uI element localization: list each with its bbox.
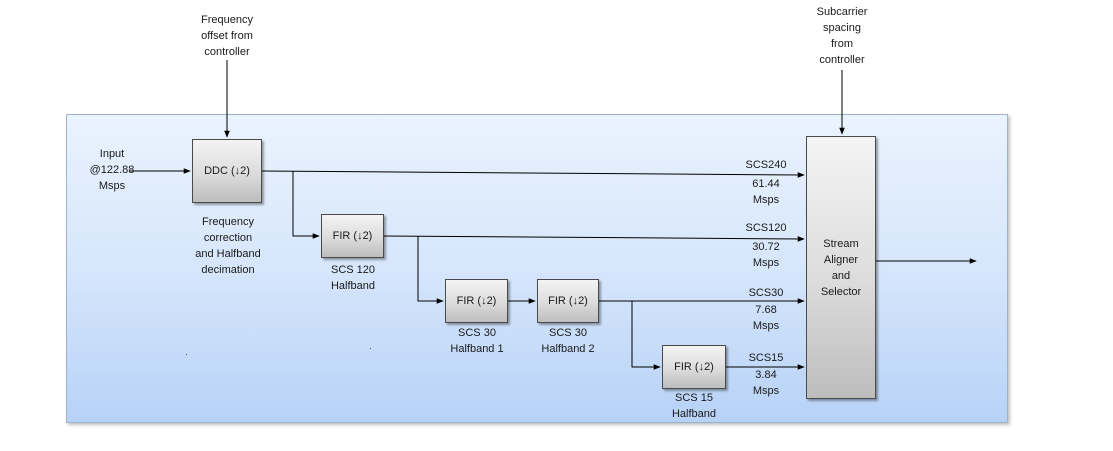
stream-aligner-block: Stream Aligner and Selector bbox=[806, 136, 876, 399]
ddc-block-label: DDC (↓2) bbox=[204, 165, 250, 177]
freq-offset-label: Frequency offset from controller bbox=[201, 14, 253, 58]
branch-to-fir30-1 bbox=[417, 236, 444, 304]
fir-scs15-block: FIR (↓2) bbox=[662, 345, 726, 389]
scs120-wire bbox=[383, 235, 805, 242]
speck bbox=[370, 348, 371, 349]
scs240-name: SCS240 bbox=[745, 159, 787, 171]
fir-scs120-caption: SCS 120 Halfband bbox=[330, 264, 376, 292]
fir-scs30-1-caption: SCS 30 Halfband 1 bbox=[450, 327, 504, 355]
speck bbox=[186, 354, 187, 355]
fir-scs30-2-label: FIR (↓2) bbox=[548, 295, 588, 307]
scs240-wire bbox=[261, 170, 805, 178]
scs-control-label: Subcarrier spacing from controller bbox=[816, 6, 868, 66]
scs240-rate: 61.44 Msps bbox=[752, 178, 780, 206]
scs120-rate: 30.72 Msps bbox=[752, 241, 780, 269]
branch-to-fir120 bbox=[292, 171, 320, 239]
fir-scs120-label: FIR (↓2) bbox=[332, 230, 373, 242]
fir-scs120-block: FIR (↓2) bbox=[321, 214, 384, 258]
fir-scs15-caption: SCS 15 Halfband bbox=[671, 392, 717, 420]
input-label: Input @122.88 Msps bbox=[89, 148, 135, 192]
scs15-rate: 3.84 Msps bbox=[752, 369, 780, 397]
ddc-caption: Frequency correction and Halfband decima… bbox=[195, 216, 261, 276]
ddc-block: DDC (↓2) bbox=[192, 139, 262, 203]
stream-aligner-label: Stream Aligner and Selector bbox=[820, 237, 862, 298]
branch-to-fir15 bbox=[631, 301, 661, 370]
scs30-rate: 7.68 Msps bbox=[752, 304, 780, 332]
fir-scs30-2-block: FIR (↓2) bbox=[537, 279, 599, 323]
fir-scs30-1-label: FIR (↓2) bbox=[456, 295, 497, 307]
scs15-name: SCS15 bbox=[748, 352, 784, 364]
fir-scs30-1-block: FIR (↓2) bbox=[445, 279, 508, 323]
scs30-name: SCS30 bbox=[748, 287, 784, 299]
scs120-name: SCS120 bbox=[745, 222, 787, 234]
fir-scs30-2-caption: SCS 30 Halfband 2 bbox=[541, 327, 595, 355]
fir-scs15-label: FIR (↓2) bbox=[674, 361, 714, 373]
